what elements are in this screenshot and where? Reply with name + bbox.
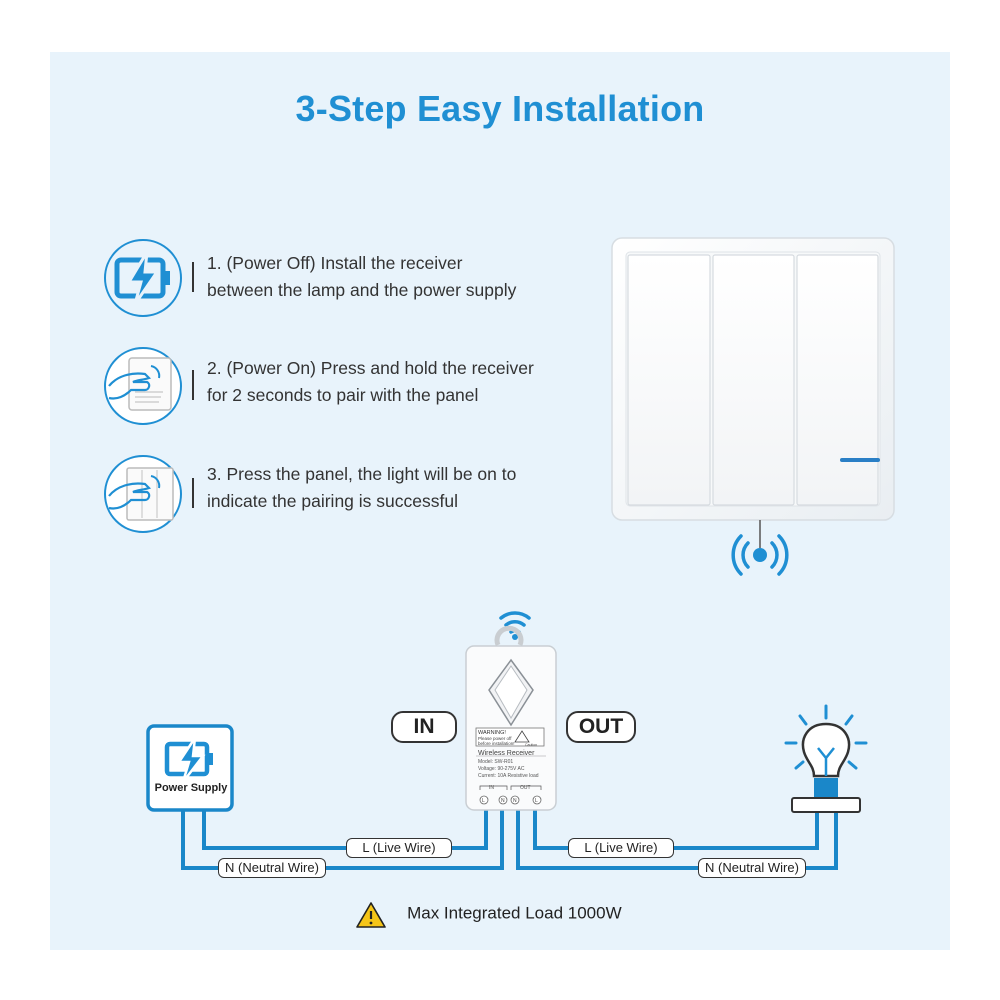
max-load-note: Max Integrated Load 1000W [0, 903, 1000, 924]
step-separator [192, 370, 194, 400]
terminal-label: N [501, 798, 505, 804]
indicator-light [840, 458, 880, 462]
step-1-line-1: 1. (Power Off) Install the receiver [207, 253, 463, 273]
step-3-line-2: indicate the pairing is successful [207, 491, 458, 511]
lightning-battery-icon [104, 239, 182, 317]
receiver-warning-line-1: Please power off [478, 736, 512, 741]
warning-icon [356, 902, 386, 928]
switch-key-left [627, 254, 711, 506]
step-3-text: 3. Press the panel, the light will be on… [207, 461, 516, 515]
receiver-model: Model: SW-R01 [478, 759, 513, 765]
hand-press-panel-icon [104, 455, 182, 533]
terminal-label: N [513, 798, 517, 804]
power-supply-label: Power Supply [154, 782, 228, 794]
terminal-label: L [535, 798, 538, 804]
switch-key-right [796, 254, 879, 506]
out-label: OUT [566, 711, 636, 743]
step-3-line-1: 3. Press the panel, the light will be on… [207, 464, 517, 484]
right-live-wire [533, 810, 819, 850]
hand-press-receiver-icon [104, 347, 182, 425]
max-load-text: Max Integrated Load 1000W [407, 903, 622, 923]
left-neutral-wire-label: N (Neutral Wire) [218, 858, 326, 878]
receiver-warning-title: WARNING! [478, 730, 506, 736]
receiver-voltage: Voltage: 90-275V AC [478, 766, 525, 772]
power-supply-box [146, 724, 234, 812]
terminal-label: L [482, 798, 485, 804]
switch-key-middle [712, 254, 795, 506]
right-neutral-wire-label: N (Neutral Wire) [698, 858, 806, 878]
right-neutral-wire [516, 810, 838, 870]
wall-switch-panel [611, 237, 895, 548]
step-2-text: 2. (Power On) Press and hold the receive… [207, 355, 534, 409]
page-title: 3-Step Easy Installation [295, 88, 705, 129]
left-live-wire [202, 810, 488, 850]
right-live-wire-label: L (Live Wire) [568, 838, 674, 858]
step-2-line-2: for 2 seconds to pair with the panel [207, 385, 479, 405]
in-label: IN [391, 711, 457, 743]
left-live-wire-label: L (Live Wire) [346, 838, 452, 858]
wireless-receiver [465, 625, 557, 811]
step-1-text: 1. (Power Off) Install the receiver betw… [207, 250, 516, 304]
step-separator [192, 478, 194, 508]
left-neutral-wire [181, 810, 504, 870]
receiver-out-tag: OUT [520, 785, 531, 791]
receiver-name: Wireless Receiver [478, 750, 535, 757]
radio-signal-icon [731, 534, 789, 576]
light-bulb-icon [784, 704, 868, 813]
step-1-line-2: between the lamp and the power supply [207, 280, 517, 300]
step-separator [192, 262, 194, 292]
receiver-in-tag: IN [489, 785, 494, 791]
step-2-line-1: 2. (Power On) Press and hold the receive… [207, 358, 534, 378]
receiver-warning-line-2: before installation! [478, 741, 515, 746]
wiring [181, 810, 838, 870]
receiver-caution: Caution [525, 743, 537, 747]
receiver-current: Current: 10A Resistive load [478, 773, 539, 779]
